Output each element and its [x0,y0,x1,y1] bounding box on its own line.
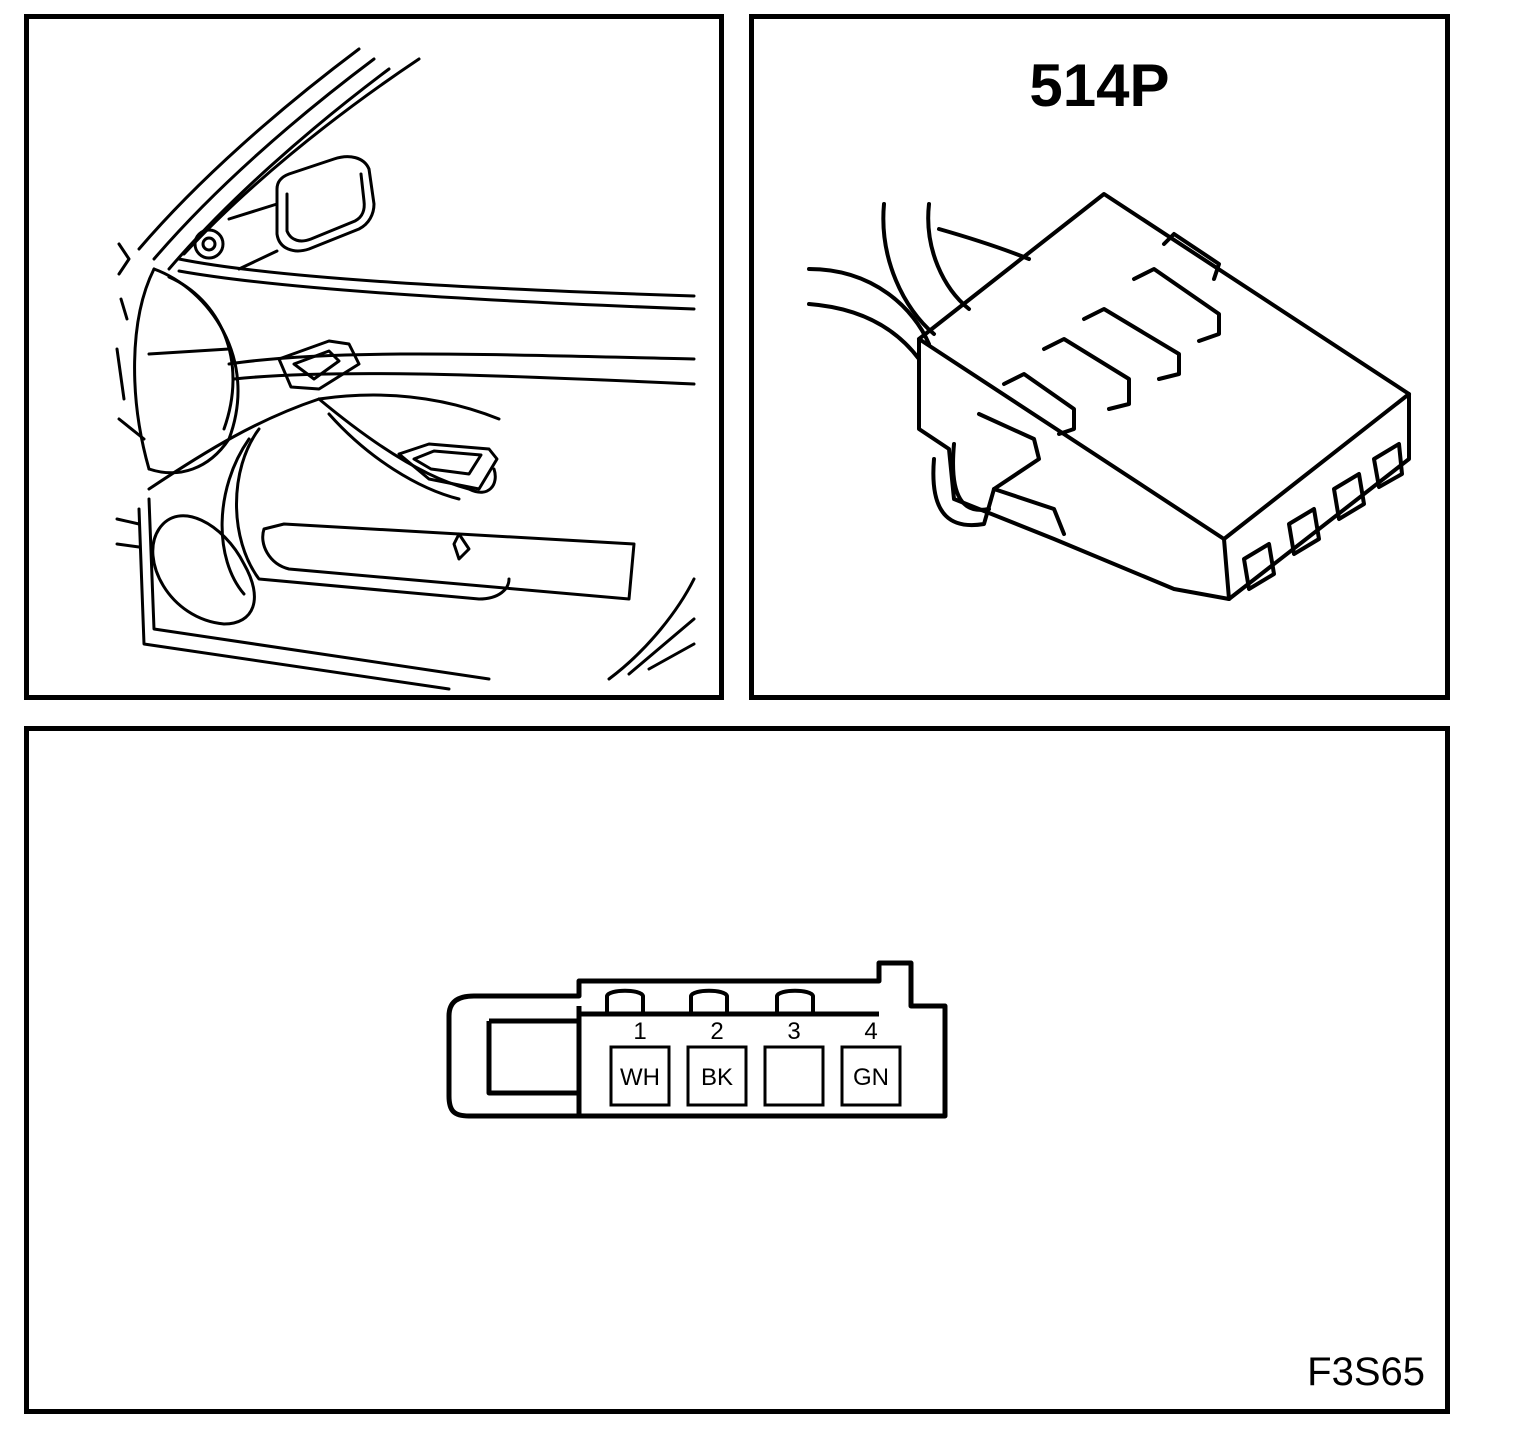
connector-view-panel: 514P [749,14,1450,700]
door-location-panel [24,14,724,700]
pin-number-4: 4 [864,1018,877,1045]
pin-wire-color-2: BK [701,1064,733,1091]
pin-cavity-3 [763,1045,825,1107]
connector-face-diagram: 1 2 3 4 WH BK GN [446,960,948,1119]
connector-title: 514P [1029,52,1170,119]
pin-cavity-1 [609,1045,671,1107]
door-interior-illustration [115,47,696,691]
top-ribs [605,988,815,1014]
pin-wire-color-1: WH [620,1064,660,1091]
connector-face-panel: 1 2 3 4 WH BK GN F3S65 [24,726,1450,1414]
pin-number-2: 2 [710,1018,723,1045]
connector-housing [446,960,948,1119]
pin-cavity-4 [840,1045,902,1107]
figure-code: F3S65 [1307,1350,1425,1394]
pin-cavity-2 [686,1045,748,1107]
pin-wire-color-4: GN [853,1064,889,1091]
pin-number-1: 1 [633,1018,646,1045]
pin-number-3: 3 [787,1018,800,1045]
connector-illustration [807,192,1411,601]
